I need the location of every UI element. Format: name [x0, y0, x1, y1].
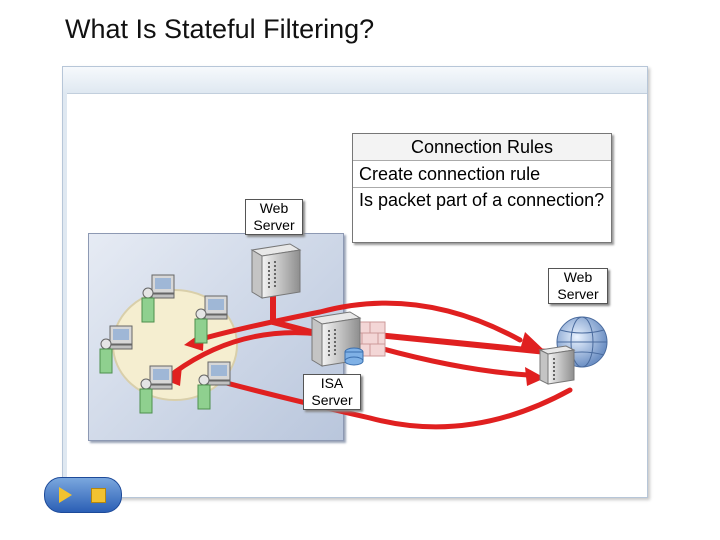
panel-header-bar	[63, 67, 647, 94]
web-server-internal-label: Web Server	[245, 199, 303, 235]
workstation-icon-2	[194, 295, 228, 344]
panel-left-bar	[63, 93, 67, 497]
web-server-external-icon	[538, 345, 576, 385]
workstation-icon-1	[141, 274, 175, 323]
rule-packet-check: Is packet part of a connection?	[359, 190, 605, 210]
workstation-icon-5	[197, 361, 231, 410]
slide-nav-control[interactable]	[44, 477, 122, 513]
web-server-external-label: Web Server	[548, 268, 608, 304]
isa-server-icon	[310, 311, 364, 367]
play-icon[interactable]	[59, 487, 72, 503]
rule-create-connection: Create connection rule	[353, 161, 611, 188]
connection-rules-box: Connection Rules Create connection rule …	[352, 133, 612, 243]
workstation-icon-4	[139, 365, 173, 414]
workstation-icon-3	[99, 325, 133, 374]
slide-title: What Is Stateful Filtering?	[65, 14, 375, 44]
web-server-internal-icon	[250, 243, 302, 299]
stop-icon[interactable]	[91, 488, 106, 503]
connection-rules-heading: Connection Rules	[353, 134, 611, 161]
isa-server-label: ISA Server	[303, 374, 361, 410]
